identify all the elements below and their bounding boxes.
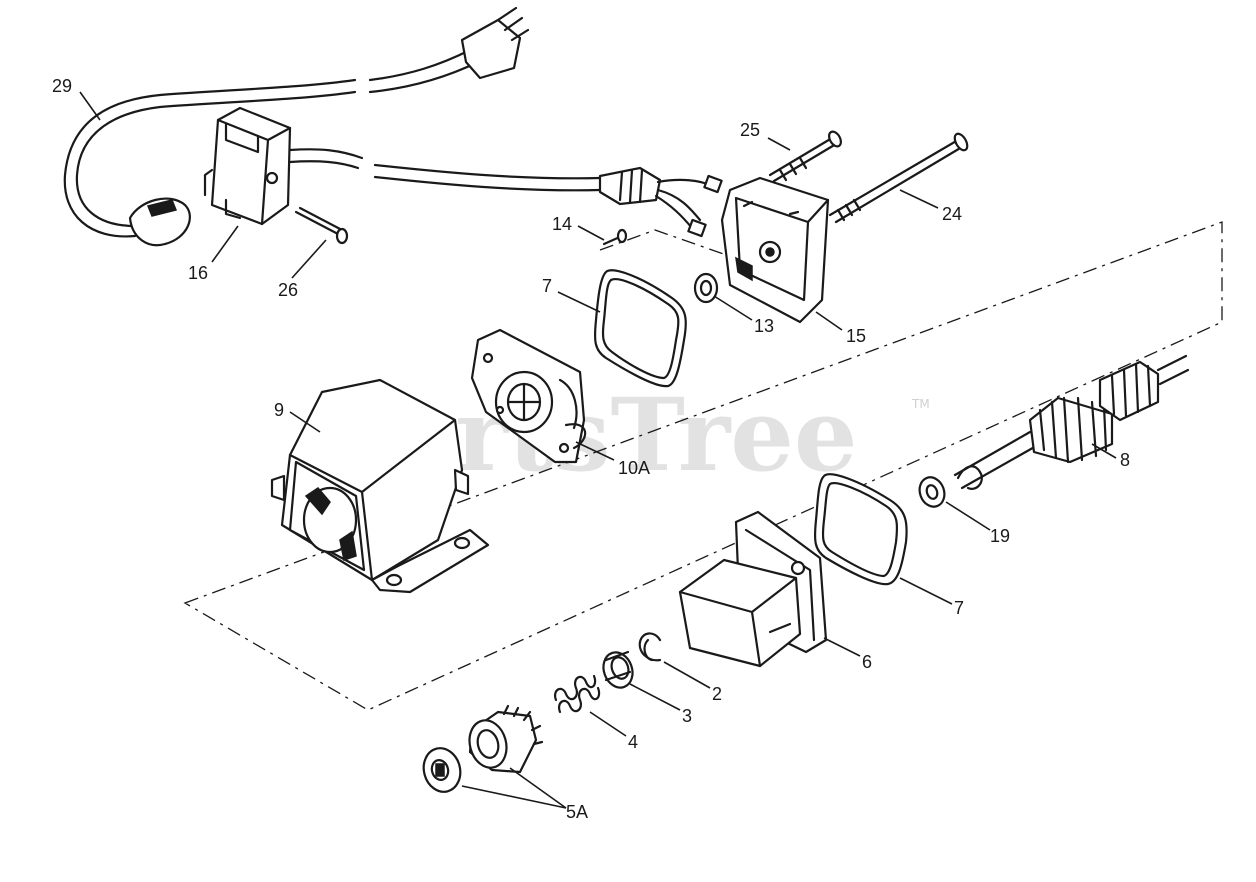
part-6-drive-housing[interactable] <box>678 510 828 668</box>
callout-13: 13 <box>754 316 774 336</box>
callout-2: 2 <box>712 684 722 704</box>
callout-29: 29 <box>52 76 72 96</box>
part-16-switch[interactable] <box>203 106 602 226</box>
wire-harness <box>598 166 723 238</box>
callout-7-upper: 7 <box>542 276 552 296</box>
part-7-gasket-upper[interactable] <box>593 269 687 388</box>
part-26-screw[interactable] <box>294 206 349 245</box>
callout-10a: 10A <box>618 458 650 478</box>
part-19-washer[interactable] <box>916 474 949 510</box>
callout-4: 4 <box>628 732 638 752</box>
callout-26: 26 <box>278 280 298 300</box>
callout-labels: 29 16 26 25 24 14 7 13 15 9 10A 8 19 7 6… <box>52 76 1130 822</box>
callout-8: 8 <box>1120 450 1130 470</box>
part-3-stop-collar[interactable] <box>599 648 638 691</box>
callout-15: 15 <box>846 326 866 346</box>
part-5a-pinion-assembly[interactable] <box>419 704 544 796</box>
callout-6: 6 <box>862 652 872 672</box>
part-14-screw[interactable] <box>602 228 628 246</box>
callout-16: 16 <box>188 263 208 283</box>
callout-9: 9 <box>274 400 284 420</box>
callout-5a: 5A <box>566 802 588 822</box>
part-4-spring[interactable] <box>554 674 601 714</box>
part-9-motor-housing[interactable] <box>270 378 490 594</box>
part-10a-brush-plate[interactable] <box>470 328 587 464</box>
part-7-gasket-lower[interactable] <box>813 473 908 586</box>
part-24-through-bolt[interactable] <box>828 132 970 224</box>
callout-19: 19 <box>990 526 1010 546</box>
callout-25: 25 <box>740 120 760 140</box>
part-25-bolt[interactable] <box>768 130 843 183</box>
part-2-retaining-ring[interactable] <box>638 632 662 662</box>
watermark-trademark: TM <box>911 397 930 411</box>
callout-14: 14 <box>552 214 572 234</box>
callout-3: 3 <box>682 706 692 726</box>
callout-7-lower: 7 <box>954 598 964 618</box>
part-13-washer[interactable] <box>693 272 719 304</box>
part-8-armature[interactable] <box>953 354 1190 490</box>
assembly-boundary-dashed <box>183 221 1223 711</box>
part-15-end-cap[interactable] <box>720 176 830 324</box>
leader-lines <box>79 91 1117 809</box>
part-29-power-cord[interactable] <box>63 6 530 247</box>
callout-24: 24 <box>942 204 962 224</box>
switch-connector-dashed <box>599 229 736 259</box>
